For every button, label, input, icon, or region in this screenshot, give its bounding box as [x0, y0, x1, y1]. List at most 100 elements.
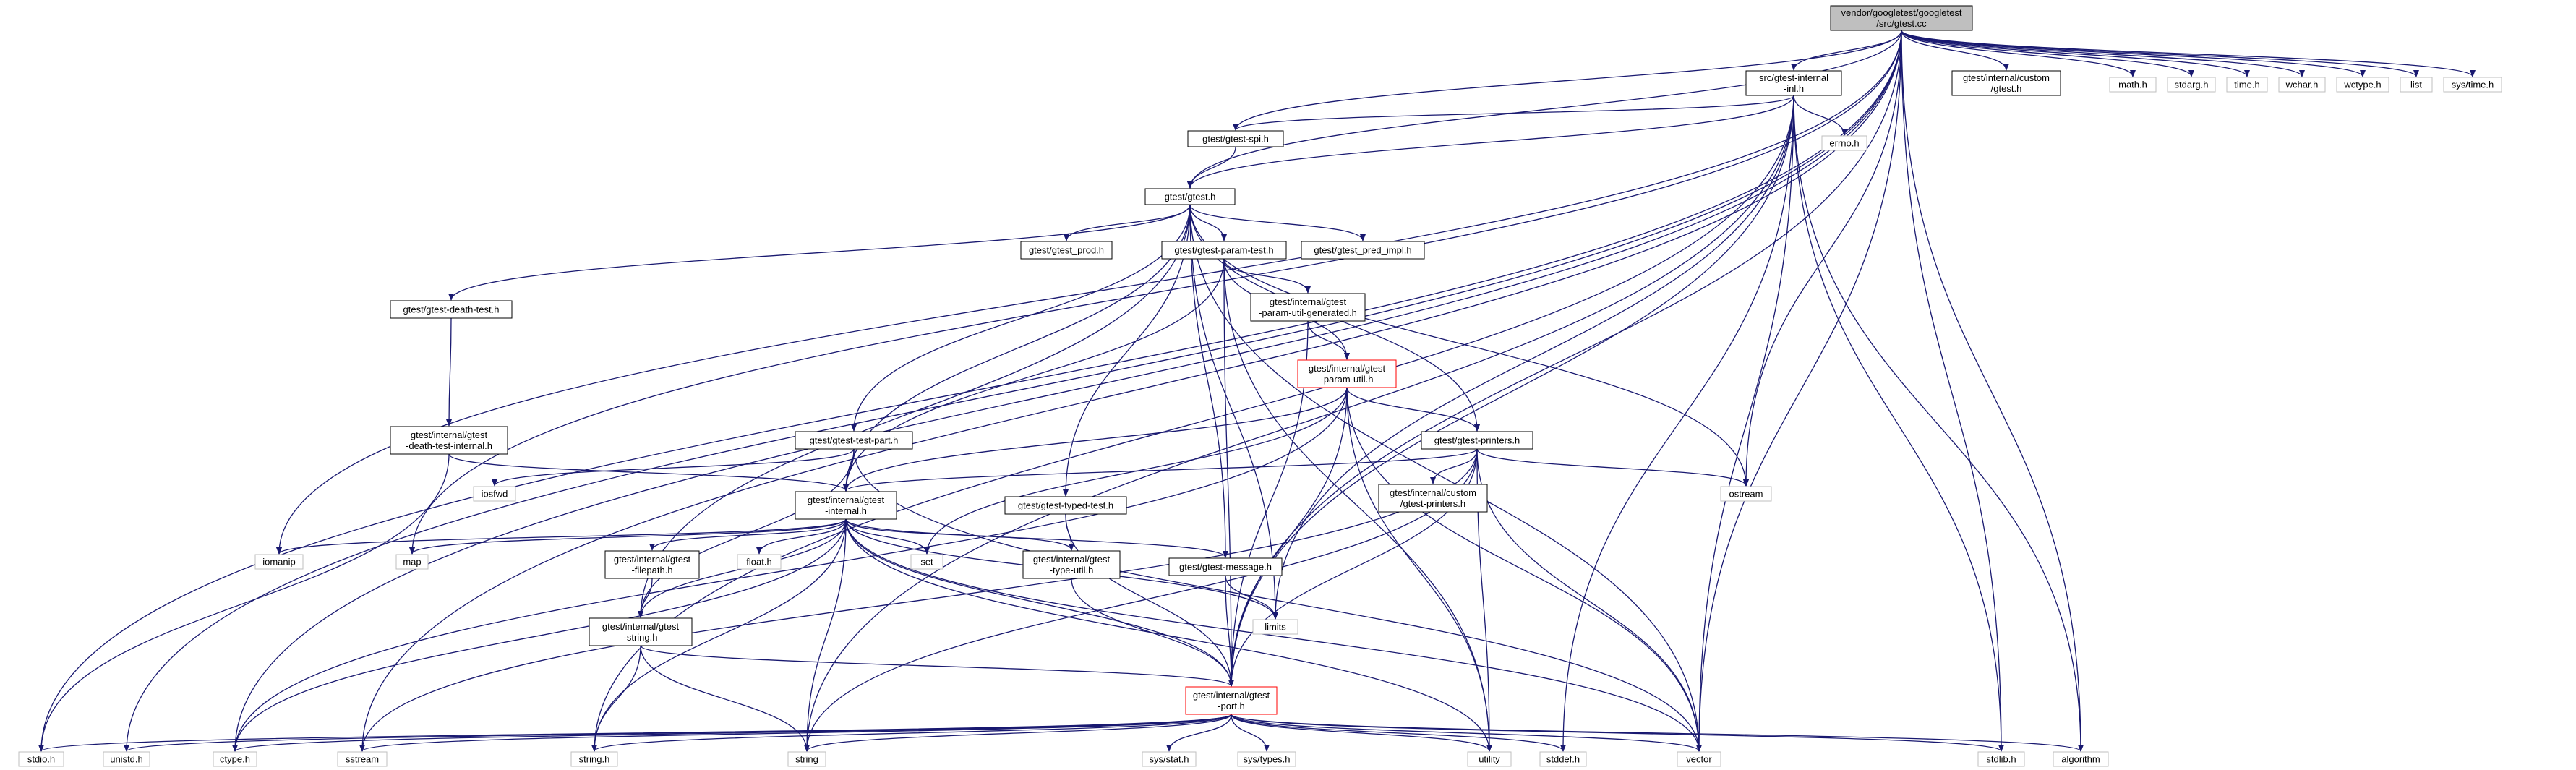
node-message[interactable]: gtest/gtest-message.h — [1168, 557, 1283, 576]
node-box-custom_gtest — [1951, 70, 2061, 96]
edge-ginternal-to-message — [845, 518, 1228, 558]
node-spi[interactable]: gtest/gtest-spi.h — [1187, 130, 1284, 147]
node-paramgen[interactable]: gtest/internal/gtest-param-util-generate… — [1250, 293, 1366, 322]
node-testpart[interactable]: gtest/gtest-test-part.h — [795, 431, 913, 450]
node-box-ostream — [1720, 486, 1772, 502]
node-string[interactable]: string — [787, 751, 826, 767]
node-label-sysstat-0: sys/stat.h — [1150, 754, 1189, 765]
node-box-iomanip — [254, 554, 304, 570]
node-stringh[interactable]: string.h — [570, 751, 618, 767]
node-box-gtesth — [1144, 188, 1236, 205]
node-label-deathinternal-0: gtest/internal/gtest — [411, 429, 488, 440]
node-errno[interactable]: errno.h — [1821, 135, 1867, 151]
node-typedtest[interactable]: gtest/gtest-typed-test.h — [1004, 496, 1127, 515]
node-stddef[interactable]: stddef.h — [1539, 751, 1587, 767]
node-deathinternal[interactable]: gtest/internal/gtest-death-test-internal… — [390, 426, 508, 455]
node-box-math — [2109, 77, 2157, 93]
node-label-gtesth-0: gtest/gtest.h — [1165, 192, 1216, 202]
edge-message-to-limits — [1225, 575, 1278, 620]
edge-root-to-stdarg — [1901, 30, 2194, 77]
edge-paramutil-to-ginternal — [843, 387, 1348, 492]
node-gstring[interactable]: gtest/internal/gtest-string.h — [589, 617, 693, 646]
node-box-list — [2400, 77, 2433, 93]
node-custom_gtest[interactable]: gtest/internal/custom/gtest.h — [1951, 70, 2061, 96]
edge-paramtest-to-port — [1223, 258, 1234, 687]
node-ostream[interactable]: ostream — [1720, 486, 1772, 502]
node-box-paramtest — [1161, 241, 1287, 260]
edge-internal_inl-to-spi — [1233, 95, 1794, 131]
node-label-systime-0: sys/time.h — [2452, 80, 2494, 90]
edge-root-to-custom_gtest — [1901, 30, 2009, 71]
node-filepath[interactable]: gtest/internal/gtest-filepath.h — [604, 550, 700, 579]
edge-ginternal-to-ctype — [232, 518, 847, 752]
edge-paramtest-to-paramgen — [1223, 258, 1311, 294]
node-label-set-0: set — [920, 557, 933, 568]
node-wctype[interactable]: wctype.h — [2336, 77, 2389, 93]
edge-gtesth-to-vector — [1189, 204, 1702, 752]
node-box-utility — [1467, 751, 1512, 767]
node-label-gstring-1: -string.h — [624, 632, 658, 643]
node-label-typeutil-1: -type-util.h — [1050, 565, 1094, 576]
node-list[interactable]: list — [2400, 77, 2433, 93]
node-root[interactable]: vendor/googletest/googletest/src/gtest.c… — [1830, 5, 1973, 31]
node-stdlib[interactable]: stdlib.h — [1977, 751, 2025, 767]
node-algorithm[interactable]: algorithm — [2053, 751, 2109, 767]
node-deathtest[interactable]: gtest/gtest-death-test.h — [390, 300, 513, 319]
node-label-wctype-0: wctype.h — [2343, 80, 2381, 90]
node-label-limits-0: limits — [1265, 622, 1286, 633]
node-box-string — [787, 751, 826, 767]
edge-paramtest-to-ginternal — [843, 258, 1225, 492]
node-label-wchar-0: wchar.h — [2285, 80, 2319, 90]
edge-port-to-stdlib — [1231, 714, 2004, 752]
node-utility[interactable]: utility — [1467, 751, 1512, 767]
node-limits[interactable]: limits — [1252, 619, 1298, 635]
node-internal_inl[interactable]: src/gtest-internal-inl.h — [1745, 70, 1842, 96]
node-paramutil[interactable]: gtest/internal/gtest-param-util.h — [1297, 359, 1397, 388]
node-custprinters[interactable]: gtest/internal/custom/gtest-printers.h — [1378, 484, 1488, 513]
node-iosfwd[interactable]: iosfwd — [473, 486, 516, 502]
node-prod[interactable]: gtest/gtest_prod.h — [1020, 241, 1113, 260]
node-label-spi-0: gtest/gtest-spi.h — [1202, 134, 1269, 145]
node-box-errno — [1821, 135, 1867, 151]
node-wchar[interactable]: wchar.h — [2278, 77, 2326, 93]
node-box-deathtest — [390, 300, 513, 319]
node-port[interactable]: gtest/internal/gtest-port.h — [1185, 686, 1278, 715]
node-stdio[interactable]: stdio.h — [18, 751, 64, 767]
node-unistd[interactable]: unistd.h — [103, 751, 150, 767]
node-ginternal[interactable]: gtest/internal/gtest-internal.h — [795, 491, 897, 520]
node-gtesth[interactable]: gtest/gtest.h — [1144, 188, 1236, 205]
node-predimpl[interactable]: gtest/gtest_pred_impl.h — [1301, 241, 1425, 260]
node-systypes[interactable]: sys/types.h — [1237, 751, 1296, 767]
node-typeutil[interactable]: gtest/internal/gtest-type-util.h — [1022, 550, 1121, 579]
edge-printers-to-sstream — [359, 448, 1478, 752]
node-floath[interactable]: float.h — [737, 554, 782, 570]
edge-spi-to-gtesth — [1187, 146, 1236, 189]
node-label-paramutil-1: -param-util.h — [1321, 374, 1374, 385]
node-sstream[interactable]: sstream — [337, 751, 388, 767]
edge-gtesth-to-deathtest — [448, 204, 1191, 301]
node-math[interactable]: math.h — [2109, 77, 2157, 93]
node-sysstat[interactable]: sys/stat.h — [1142, 751, 1197, 767]
edge-ginternal-to-filepath — [649, 518, 847, 551]
node-label-stddef-0: stddef.h — [1546, 754, 1580, 765]
node-paramtest[interactable]: gtest/gtest-param-test.h — [1161, 241, 1287, 260]
edge-internal_inl-to-limits — [1272, 95, 1794, 620]
edge-testpart-to-iosfwd — [492, 448, 855, 487]
node-label-stdarg-0: stdarg.h — [2175, 80, 2209, 90]
node-time[interactable]: time.h — [2226, 77, 2268, 93]
node-box-sysstat — [1142, 751, 1197, 767]
node-systime[interactable]: sys/time.h — [2443, 77, 2502, 93]
node-iomanip[interactable]: iomanip — [254, 554, 304, 570]
node-stdarg[interactable]: stdarg.h — [2167, 77, 2216, 93]
node-printers[interactable]: gtest/gtest-printers.h — [1421, 431, 1533, 450]
node-label-errno-0: errno.h — [1829, 138, 1859, 149]
edge-root-to-vector — [1696, 30, 1902, 752]
node-ctype[interactable]: ctype.h — [213, 751, 257, 767]
node-map[interactable]: map — [395, 554, 429, 570]
node-label-list-0: list — [2410, 80, 2422, 90]
node-vector[interactable]: vector — [1677, 751, 1721, 767]
edge-printers-to-string — [804, 448, 1478, 752]
node-set[interactable]: set — [910, 554, 943, 570]
edge-gstring-to-port — [640, 645, 1234, 687]
